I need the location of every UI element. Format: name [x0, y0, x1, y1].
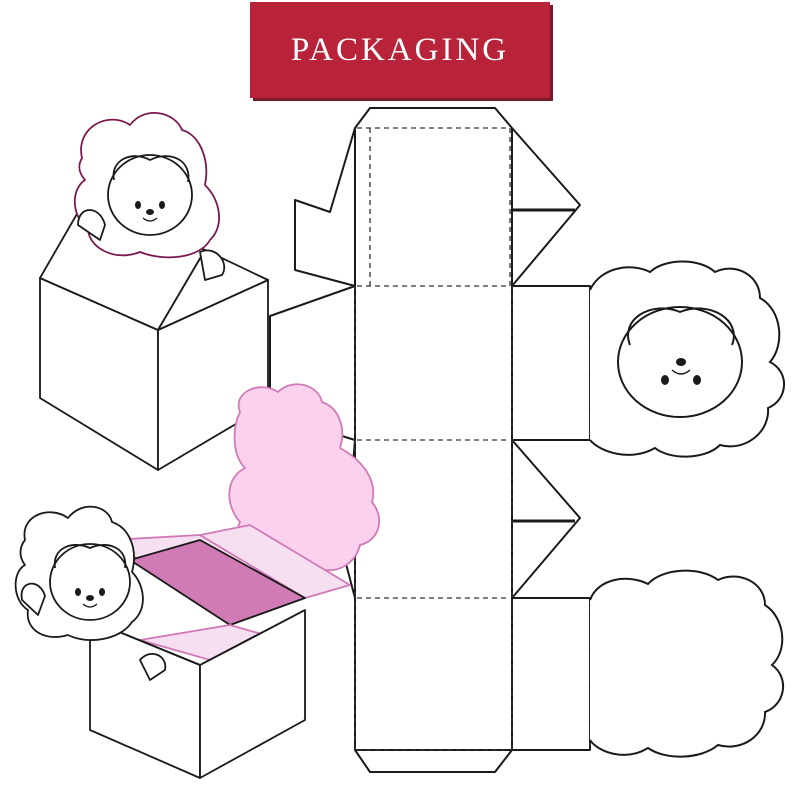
monkey-face-flap-icon [589, 260, 785, 458]
title-banner: PACKAGING [250, 2, 550, 98]
right-dust-flap-bottom [511, 439, 581, 599]
page-title: PACKAGING [290, 31, 510, 68]
top-flap-outline [354, 107, 513, 286]
monkey-back-flap-icon [589, 569, 785, 758]
open-box-with-monkey-head-icon [14, 383, 381, 779]
closed-box-with-monkey-head-icon [39, 112, 269, 471]
bottom-flap-outline [354, 749, 513, 773]
left-dust-flap-top [294, 127, 356, 287]
side-panel-lower [512, 597, 591, 751]
right-dust-flap-top [511, 127, 581, 287]
side-panel-upper [512, 285, 591, 441]
